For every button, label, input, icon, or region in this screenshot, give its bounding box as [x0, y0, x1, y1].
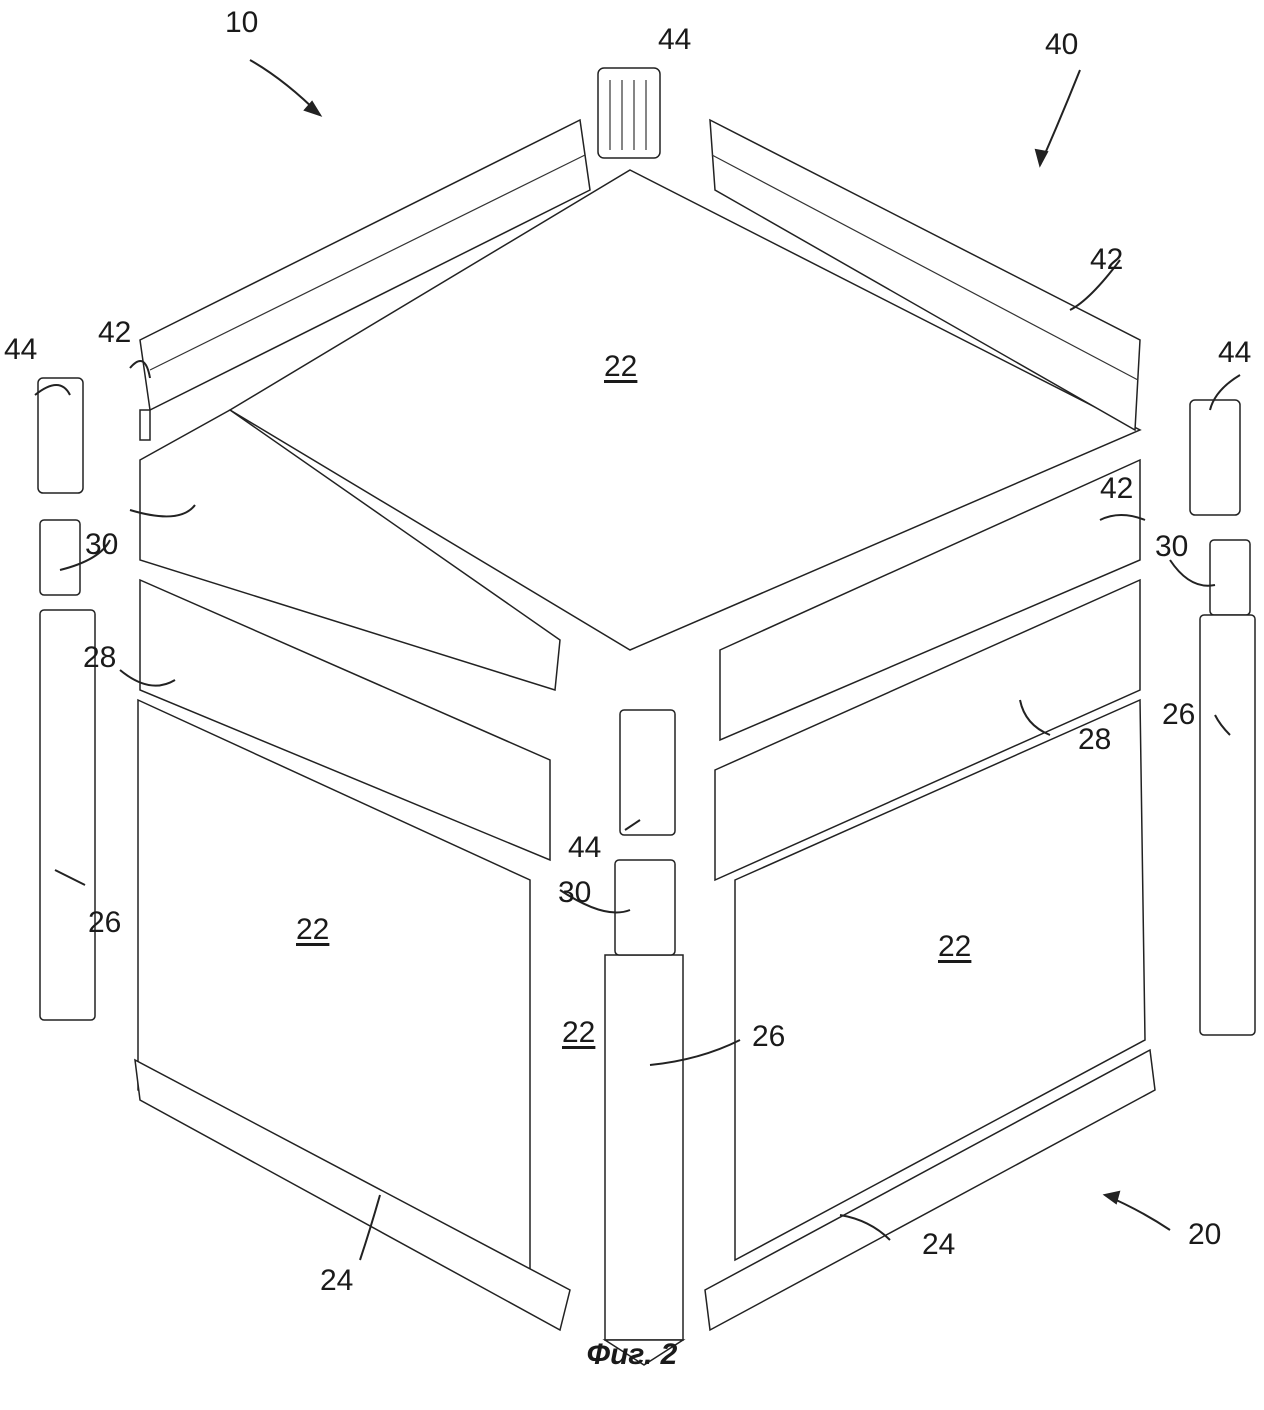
label-22-right: 22 — [938, 932, 971, 962]
center-column-26 — [605, 955, 683, 1340]
label-30-right: 30 — [1155, 532, 1188, 562]
label-30-center: 30 — [558, 878, 591, 908]
label-28-left: 28 — [83, 643, 116, 673]
label-44-center: 44 — [568, 833, 601, 863]
label-26-far-left: 26 — [88, 908, 121, 938]
side-part-30-left — [40, 520, 80, 595]
label-10: 10 — [225, 8, 258, 38]
side-part-26-right — [1200, 615, 1255, 1035]
label-40: 40 — [1045, 30, 1078, 60]
label-22-top: 22 — [604, 352, 637, 382]
label-30-left: 30 — [85, 530, 118, 560]
label-24-left: 24 — [320, 1266, 353, 1296]
side-part-30-right — [1210, 540, 1250, 615]
label-42-right-mid: 42 — [1100, 474, 1133, 504]
side-part-44-left — [38, 378, 83, 493]
label-20: 20 — [1188, 1220, 1221, 1250]
center-post-30 — [615, 860, 675, 955]
center-post-44 — [620, 710, 675, 835]
label-42-right-top: 42 — [1090, 245, 1123, 275]
corner-post-44-top — [598, 68, 660, 158]
label-26-center: 26 — [752, 1022, 785, 1052]
side-part-44-right — [1190, 400, 1240, 515]
label-26-far-right: 26 — [1162, 700, 1195, 730]
label-44-top: 44 — [658, 25, 691, 55]
figure-caption: Фиг. 2 — [0, 1338, 1264, 1372]
label-22-left: 22 — [296, 915, 329, 945]
label-24-right: 24 — [922, 1230, 955, 1260]
label-22-center: 22 — [562, 1018, 595, 1048]
label-42-left-top: 42 — [98, 318, 131, 348]
label-28-right: 28 — [1078, 725, 1111, 755]
label-44-left: 44 — [4, 335, 37, 365]
label-44-right: 44 — [1218, 338, 1251, 368]
